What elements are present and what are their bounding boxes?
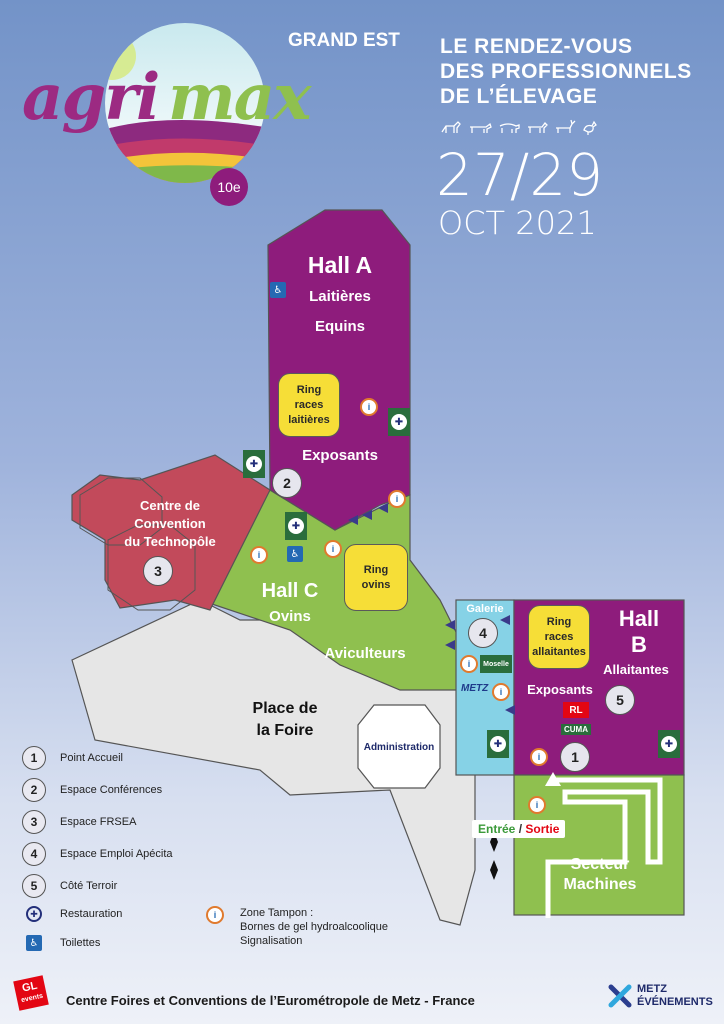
horse-icon bbox=[441, 121, 461, 133]
entry-path bbox=[545, 777, 663, 918]
hall-c-line1: Ovins bbox=[269, 608, 311, 625]
convention-center-area bbox=[71, 454, 271, 611]
rl-logo: RL bbox=[563, 702, 589, 718]
point-4-emploi: 4 bbox=[468, 618, 498, 648]
administration-label: Administration bbox=[363, 742, 435, 753]
restaurant-icon: ✚ bbox=[658, 730, 680, 758]
galerie-title: Galerie bbox=[466, 603, 504, 615]
restaurant-icon: ✚ bbox=[285, 512, 307, 540]
restaurant-icon: ✚ bbox=[487, 730, 509, 758]
tagline: LE RENDEZ-VOUS DES PROFESSIONNELS DE L’É… bbox=[440, 35, 692, 108]
hall-a-exposants: Exposants bbox=[302, 447, 378, 464]
point-5-terroir: 5 bbox=[605, 685, 635, 715]
sanitizer-zone-icon: i bbox=[460, 655, 478, 673]
footer-venue-text: Centre Foires et Conventions de l’Euromé… bbox=[66, 993, 475, 1008]
goat-icon bbox=[528, 122, 548, 133]
metz-evenements-icon bbox=[606, 982, 634, 1010]
hall-a-title: Hall A bbox=[307, 252, 373, 278]
legend-restauration: ✚ Restauration bbox=[26, 906, 122, 922]
deer-icon bbox=[556, 119, 576, 133]
point-1-accueil: 1 bbox=[560, 742, 590, 772]
entry-gate-markers bbox=[490, 832, 498, 880]
metz-logo: METZ bbox=[461, 683, 489, 694]
hall-b-line1: Allaitantes bbox=[603, 662, 669, 677]
point-2-conferences: 2 bbox=[272, 468, 302, 498]
point-3-frsea: 3 bbox=[143, 556, 173, 586]
sanitizer-zone-icon: i bbox=[492, 683, 510, 701]
sanitizer-zone-icon: i bbox=[250, 546, 268, 564]
sanitizer-zone-icon: i bbox=[324, 540, 342, 558]
event-dates: 27/29 bbox=[436, 141, 604, 209]
hall-a-line2: Equins bbox=[314, 318, 365, 335]
toilet-icon: ♿ bbox=[26, 935, 42, 951]
edition-badge: 10e bbox=[210, 168, 248, 206]
administration-building bbox=[357, 704, 441, 789]
legend-zone-tampon: i Zone Tampon : Bornes de gel hydroalcoo… bbox=[206, 906, 388, 948]
hall-b-exposants: Exposants bbox=[527, 682, 593, 697]
sanitizer-zone-icon: i bbox=[528, 796, 546, 814]
hexagon-outline-2 bbox=[107, 524, 196, 611]
sheep-icon bbox=[499, 123, 520, 133]
event-month-year: OCT 2021 bbox=[438, 204, 597, 242]
cuma-logo: CUMA bbox=[561, 724, 591, 735]
chicken-icon bbox=[583, 120, 597, 135]
restaurant-icon: ✚ bbox=[26, 906, 42, 922]
toilet-icon: ♿ bbox=[287, 546, 303, 562]
hall-c-line2: Aviculteurs bbox=[324, 645, 406, 662]
animal-icons bbox=[440, 118, 600, 138]
hall-a-line1: Laitières bbox=[309, 288, 371, 305]
entry-arrow-icon bbox=[545, 772, 561, 786]
cow-icon bbox=[470, 122, 492, 133]
agrimax-logo: agri max GRAND EST 10e bbox=[20, 18, 420, 208]
place-de-la-foire-area bbox=[71, 599, 476, 926]
restaurant-icon: ✚ bbox=[388, 408, 410, 436]
logo-region: GRAND EST bbox=[288, 30, 400, 51]
legend-toilettes: ♿ Toilettes bbox=[26, 935, 100, 951]
sanitizer-zone-icon: i bbox=[530, 748, 548, 766]
sanitizer-zone-icon: i bbox=[388, 490, 406, 508]
hexagon-outline-1 bbox=[79, 477, 163, 546]
hall-c-title: Hall C bbox=[261, 580, 319, 602]
sanitizer-zone-icon: i bbox=[206, 906, 224, 924]
door-markers bbox=[348, 503, 515, 715]
sanitizer-zone-icon: i bbox=[360, 398, 378, 416]
logo-word-max: max bbox=[168, 60, 311, 135]
moselle-logo: Moselle bbox=[480, 655, 512, 673]
logo-word-agri: agri bbox=[22, 60, 160, 135]
restaurant-icon: ✚ bbox=[243, 450, 265, 478]
entree-sortie-label: Entrée / Sortie bbox=[472, 820, 566, 838]
toilet-icon: ♿ bbox=[270, 282, 286, 298]
hall-a-area bbox=[267, 209, 411, 531]
